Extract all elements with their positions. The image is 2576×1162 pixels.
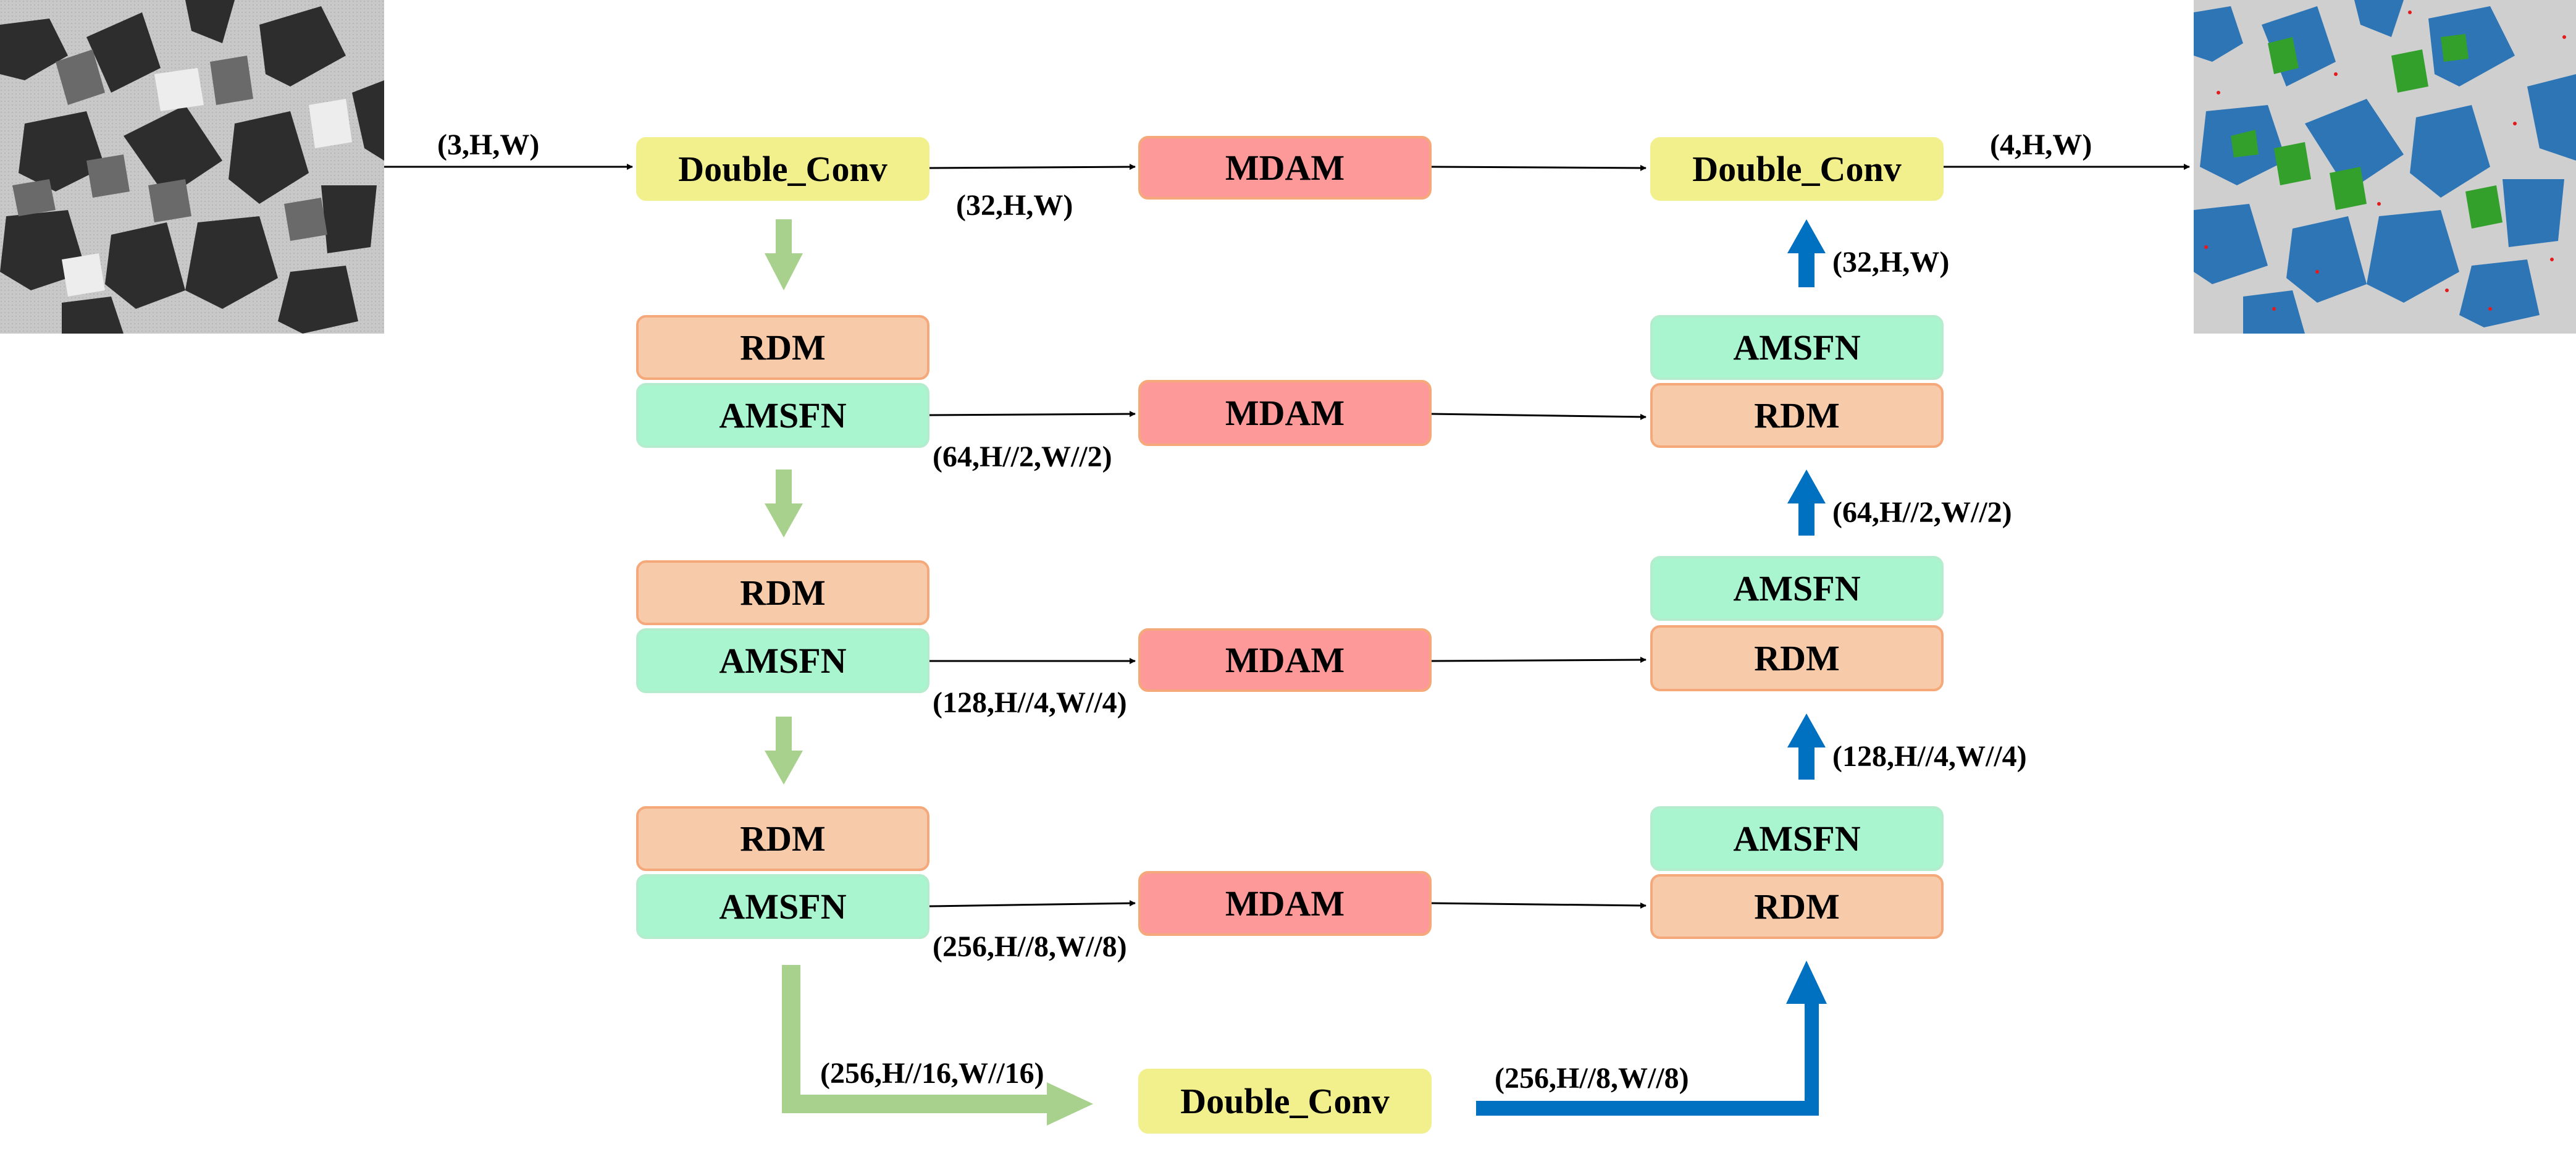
enc0-dim-label: (32,H,W) — [956, 189, 1073, 222]
decoder-double-conv-block: Double_Conv — [1650, 137, 1944, 201]
mdam1-to-dec1-arrow — [1431, 413, 1647, 420]
decoder-amsfn-block-3: AMSFN — [1650, 806, 1944, 871]
mdam0-to-dec0-arrow — [1431, 164, 1647, 171]
decoder-rdm-block-1: RDM — [1650, 383, 1944, 448]
up-arrow-0 — [1787, 219, 1826, 287]
enc3-to-mdam-arrow — [929, 900, 1136, 907]
encoder-amsfn-block-3: AMSFN — [636, 874, 929, 939]
encoder-rdm-block-2: RDM — [636, 560, 929, 625]
decoder-rdm-block-3: RDM — [1650, 874, 1944, 939]
mdam-block-2: MDAM — [1138, 628, 1432, 692]
mdam2-to-dec2-arrow — [1431, 657, 1647, 663]
output-dim-label: (4,H,W) — [1990, 128, 2092, 161]
bottleneck-in-arrow — [782, 965, 1093, 1126]
bottleneck-out-dim-label: (256,H//8,W//8) — [1495, 1062, 1689, 1095]
mdam3-to-dec3-arrow — [1431, 902, 1647, 909]
mdam-block-3: MDAM — [1138, 871, 1432, 936]
bottleneck-double-conv-block: Double_Conv — [1138, 1069, 1432, 1134]
dec-up0-dim-label: (32,H,W) — [1832, 246, 1950, 279]
dec-up1-dim-label: (64,H//2,W//2) — [1832, 496, 2012, 529]
output-segmentation-image — [2194, 0, 2576, 334]
encoder-rdm-block-3: RDM — [636, 806, 929, 871]
dec-up2-dim-label: (128,H//4,W//4) — [1832, 740, 2027, 773]
encoder-rdm-block-1: RDM — [636, 315, 929, 380]
encoder-double-conv-block: Double_Conv — [636, 137, 929, 201]
mdam-block-0: MDAM — [1138, 136, 1432, 200]
down-arrow-2 — [765, 717, 803, 785]
enc2-dim-label: (128,H//4,W//4) — [933, 686, 1127, 719]
up-arrow-1 — [1787, 469, 1826, 536]
encoder-amsfn-block-2: AMSFN — [636, 628, 929, 693]
mdam-block-1: MDAM — [1138, 380, 1432, 446]
decoder-rdm-block-2: RDM — [1650, 625, 1944, 691]
input-micrograph-image — [0, 0, 384, 334]
down-arrow-0 — [765, 219, 803, 290]
enc1-dim-label: (64,H//2,W//2) — [933, 440, 1112, 473]
decoder-amsfn-block-2: AMSFN — [1650, 556, 1944, 621]
up-arrow-2 — [1787, 714, 1826, 780]
down-arrow-1 — [765, 469, 803, 537]
input-dim-label: (3,H,W) — [437, 128, 540, 161]
decoder-amsfn-block-1: AMSFN — [1650, 315, 1944, 380]
bottleneck-in-dim-label: (256,H//16,W//16) — [820, 1057, 1044, 1090]
enc3-dim-label: (256,H//8,W//8) — [933, 930, 1127, 963]
enc1-to-mdam-arrow — [929, 411, 1136, 418]
encoder-amsfn-block-1: AMSFN — [636, 383, 929, 448]
enc0-to-mdam-arrow — [929, 164, 1136, 171]
